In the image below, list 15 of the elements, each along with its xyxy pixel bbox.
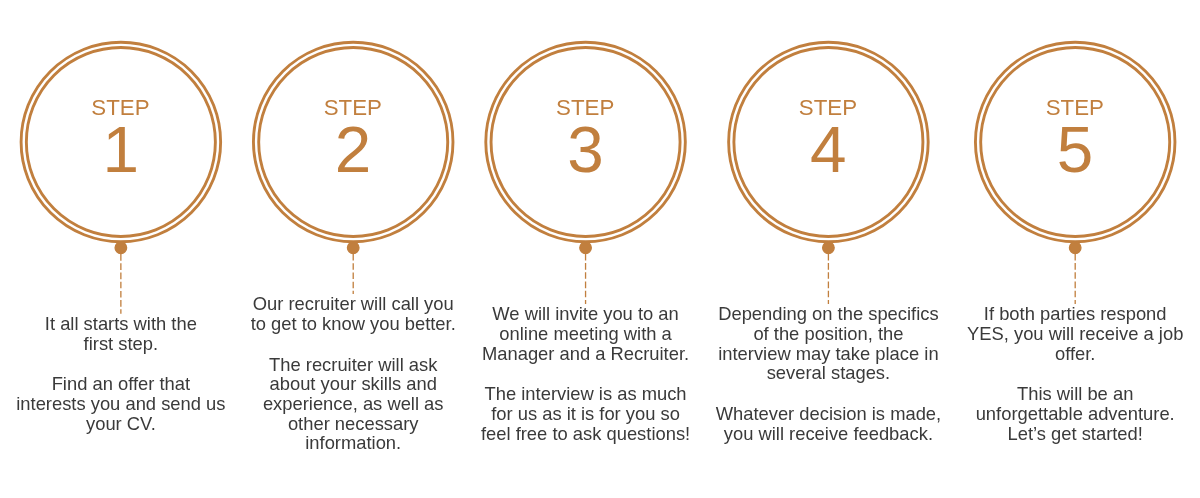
- connector: [346, 241, 360, 295]
- node-text: Depending on the specifics of the position, the interview may take place in several stages. Whatever decision is made, you will receive feedback.: [715, 303, 942, 444]
- node-text: It all starts with the first step. Find an offer that interests you and send us your CV.: [16, 312, 226, 434]
- node-text: We will invite you to an online meeting with a Manager and a Recruiter. The interview is as much for us as it is for you so feel free to ask questions!: [480, 303, 691, 444]
- connector: [579, 241, 592, 305]
- node-circle: STEP 2: [252, 40, 455, 244]
- node-circle: STEP 3: [484, 40, 687, 244]
- node-text: Our recruiter will call you to get to know you better. The recruiter will ask about your skills and experience, as well as other necessary information.: [250, 293, 456, 454]
- connector: [114, 241, 128, 315]
- connector: [821, 241, 835, 305]
- node-circle: STEP 4: [727, 40, 930, 244]
- node-circle: STEP 1: [19, 40, 223, 244]
- connector: [1068, 241, 1082, 305]
- node-circle: STEP 5: [974, 40, 1177, 244]
- node-text: If both parties respond YES, you will receive a job offer. This will be an unforgettable adventure. Let’s get started!: [967, 303, 1184, 444]
